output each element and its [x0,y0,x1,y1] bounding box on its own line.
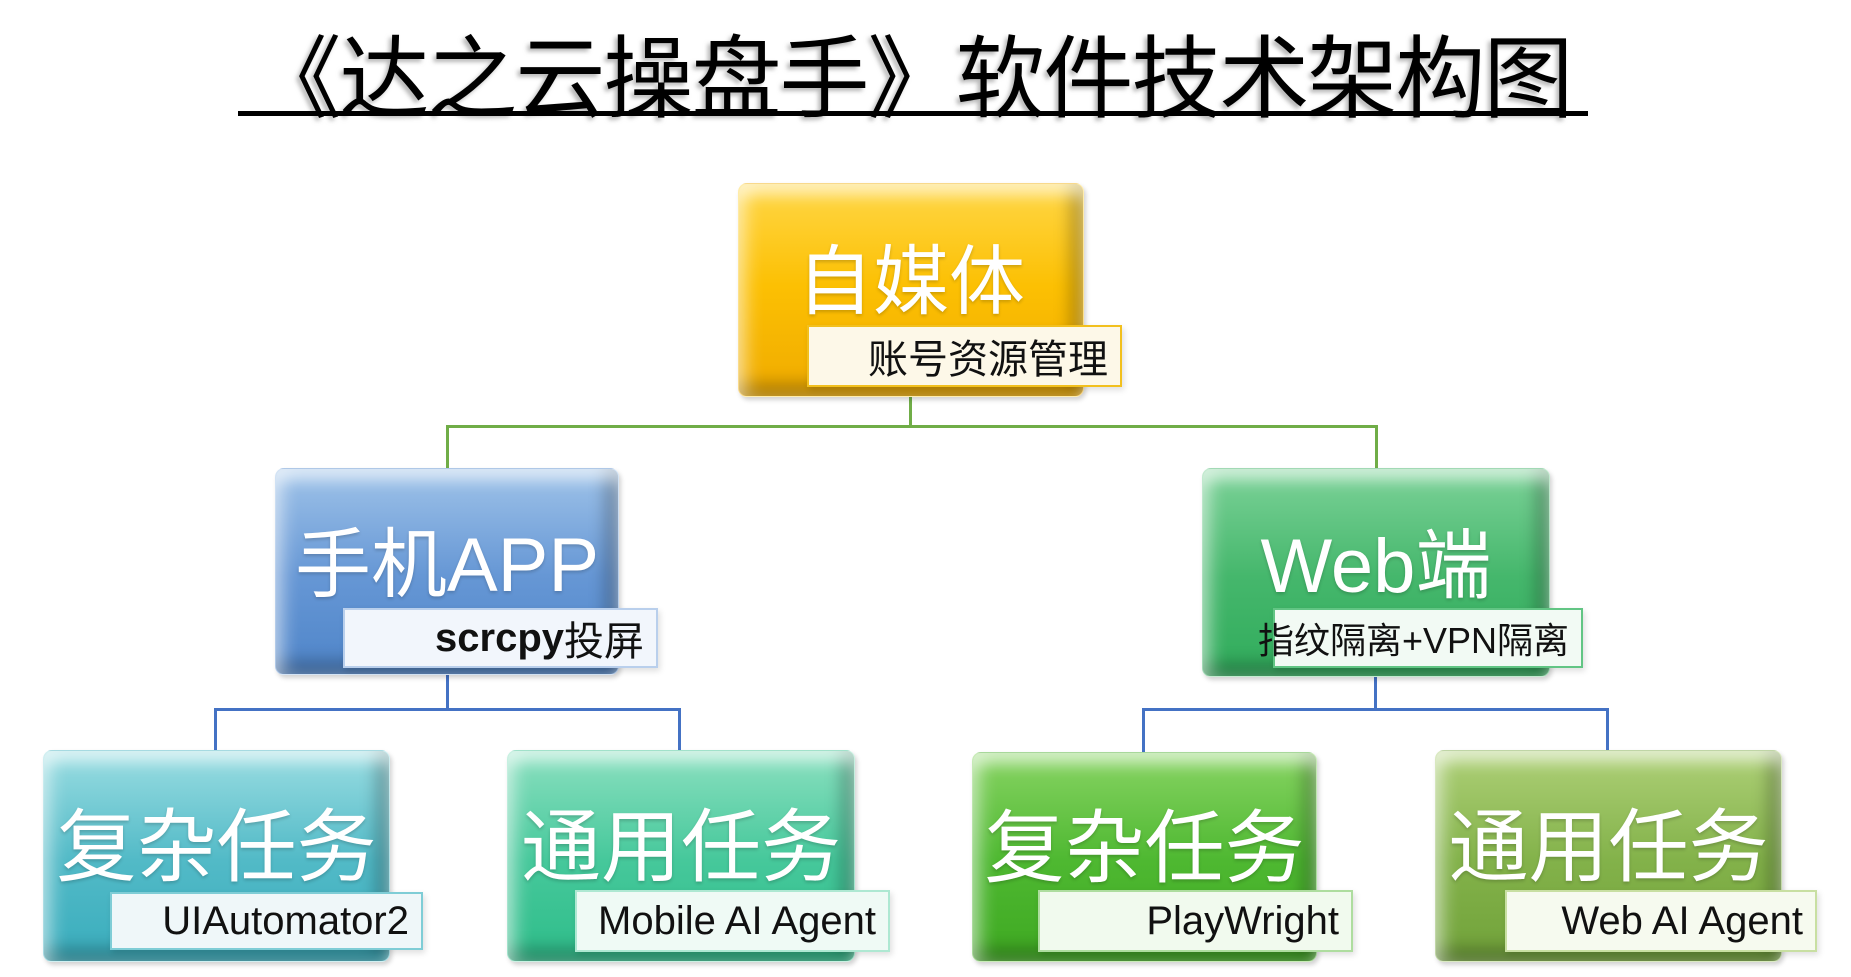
connector-to-mobile-general [678,710,681,750]
title-underline [238,111,1588,116]
node-web-general-task-sublabel: Web AI Agent [1505,890,1817,952]
node-mobile-general-task-sublabel: Mobile AI Agent [575,890,890,952]
connector-root-drop [909,387,912,427]
node-mobile-general-task-label: 通用任务 [521,803,841,892]
page-title: 《达之云操盘手》软件技术架构图 [251,30,1574,130]
node-web-general-task-label: 通用任务 [1448,803,1769,892]
node-self-media-sublabel: 账号资源管理 [807,325,1122,387]
connector-to-mobile-complex [214,710,217,750]
projection-text: 投屏 [564,620,644,664]
node-mobile-complex-task-sublabel: UIAutomator2 [110,892,423,950]
node-mobile-app-label: 手机APP [294,522,600,608]
scrcpy-text: scrcpy [435,615,564,660]
node-web-complex-task-label: 复杂任务 [984,804,1305,893]
connector-to-mobile [446,427,449,468]
node-mobile-complex-task-label: 复杂任务 [56,803,377,892]
connector-to-web-general [1606,710,1609,750]
connector-to-web [1375,427,1378,468]
node-self-media-label: 自媒体 [797,240,1025,325]
node-web-client-label: Web端 [1260,523,1492,609]
connector-web-drop [1374,670,1377,710]
connector-to-web-complex [1142,710,1145,752]
connector-mobile-drop [446,670,449,710]
node-web-complex-task-sublabel: PlayWright [1038,890,1353,952]
node-web-client-sublabel: 指纹隔离+VPN隔离 [1258,608,1583,668]
connector-root-horizontal [446,425,1378,428]
connector-mobile-horizontal [214,708,681,711]
connector-web-horizontal [1142,708,1609,711]
